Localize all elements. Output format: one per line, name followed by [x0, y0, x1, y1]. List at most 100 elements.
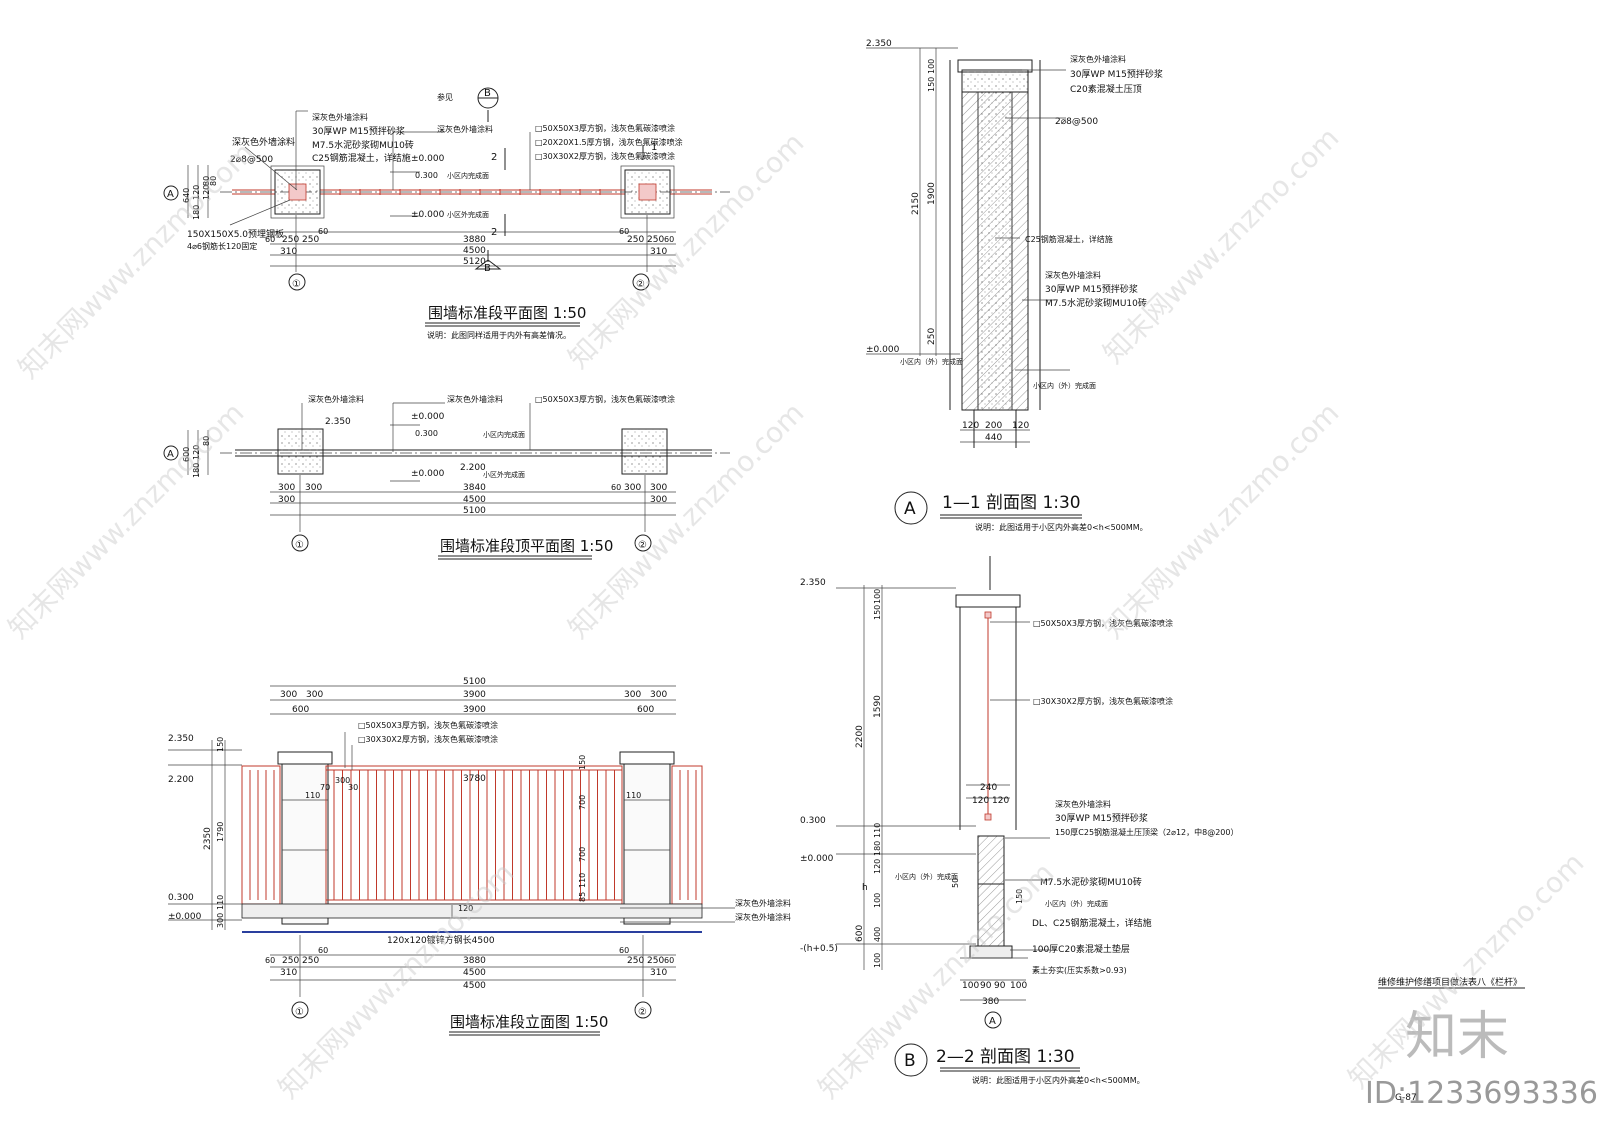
top-label-3: □50X50X3厚方钢，浅灰色氟碳漆喷涂 — [535, 394, 675, 404]
elev-top2-300c: 300 — [624, 690, 641, 700]
watermark-6: 知末网www.znzmo.com — [1097, 396, 1346, 645]
drawing-id: ID:1233693336 — [1365, 1076, 1598, 1111]
plan-axis-1: ① — [292, 279, 301, 290]
plan-vdim-180: 180 — [192, 205, 201, 220]
sec2-v-1590: 1590 — [873, 695, 883, 718]
sec1-b-120b: 120 — [1012, 421, 1029, 431]
sec1-circle: A — [904, 499, 916, 519]
plan-dim-310b: 310 — [650, 247, 667, 257]
elev-b3-4500: 4500 — [463, 968, 486, 978]
plan-note: 说明：此图同样适用于内外有高差情况。 — [427, 330, 571, 340]
sec1-out-floor: 小区内（外）完成面 — [1033, 381, 1096, 390]
watermark-5: 知末网www.znzmo.com — [562, 396, 811, 645]
plan-dim-310a: 310 — [280, 247, 297, 257]
elev-right-label-2: 深灰色外墙涂料 — [735, 912, 791, 922]
top-lv-0: ±0.000 — [411, 412, 445, 422]
elev-b2-3880: 3880 — [463, 956, 486, 966]
elev-d300: 300 — [335, 776, 350, 785]
sec1-lv-0: ±0.000 — [866, 345, 900, 355]
sec2-label-low-3: DL、C25钢筋混凝土，详结施 — [1032, 917, 1152, 929]
sheet-number: G-87 — [1395, 1093, 1417, 1103]
elev-axis-1: ① — [295, 1007, 304, 1018]
sec2-lv-2350: 2.350 — [800, 578, 826, 588]
elev-b1-250b: 250 — [302, 956, 319, 966]
top-dim2-300b: 300 — [650, 495, 667, 505]
top-dim-5100: 5100 — [463, 506, 486, 516]
plan-label-1: 深灰色外墙涂料 — [312, 112, 368, 122]
sec2-label-mid-1: 深灰色外墙涂料 — [1055, 799, 1111, 809]
plan-label-outer: 深灰色外墙涂料 — [232, 136, 295, 148]
sec1-note: 说明：此图适用于小区内外高差0<h<500MM。 — [975, 522, 1148, 532]
sec2-d-150: 150 — [1015, 889, 1024, 904]
sec2-lv-0: ±0.000 — [800, 854, 834, 864]
sec2-label-low-2: 小区内（外）完成面 — [1045, 899, 1108, 908]
sec2-v-180: 180 — [873, 841, 882, 856]
plan-lv1: 0.300 — [415, 171, 438, 180]
sec1-label-7: 30厚WP M15预拌砂浆 — [1045, 283, 1138, 295]
plan-label-2: 30厚WP M15预拌砂浆 — [312, 125, 405, 137]
elev-d3780: 3780 — [463, 774, 486, 784]
plan-dim-250a: 250 — [282, 235, 299, 245]
sec2-label-top-2: □30X30X2厚方钢，浅灰色氟碳漆喷涂 — [1033, 696, 1173, 706]
sec1-v-250: 250 — [927, 328, 937, 345]
elev-b1-250c: 250 — [627, 956, 644, 966]
plan-dim-250b: 250 — [302, 235, 319, 245]
plan-dim-4500: 4500 — [463, 246, 486, 256]
top-lv-300: 0.300 — [415, 429, 438, 438]
plan-label-r1: □50X50X3厚方钢，浅灰色氟碳漆喷涂 — [535, 123, 675, 133]
plan-label-r2: □20X20X1.5厚方钢，浅灰色氟碳漆喷涂 — [535, 137, 683, 147]
sec1-lv-2350: 2.350 — [866, 39, 892, 49]
top-dim-60: 60 — [611, 483, 621, 492]
elev-b1-60d: 60 — [664, 956, 674, 965]
sec1-b-120a: 120 — [962, 421, 979, 431]
elev-top3-600b: 600 — [637, 705, 654, 715]
plan-sec-2-top: 2 — [491, 152, 497, 163]
plan-out-floor: 小区外完成面 — [447, 210, 489, 219]
sheet-title: 维修维护修缮项目做法表八《栏杆》 — [1378, 976, 1522, 988]
sec2-v-400: 400 — [873, 927, 882, 942]
top-dim2-300a: 300 — [278, 495, 295, 505]
top-lv-0b: ±0.000 — [411, 469, 445, 479]
watermark-4: 知末网www.znzmo.com — [2, 396, 251, 645]
top-axis-1: ① — [295, 540, 304, 551]
plan-vdim-120: 120 — [192, 185, 201, 200]
plan-title: 围墙标准段平面图 1:50 — [428, 304, 586, 322]
plan-ref-top: B — [484, 88, 491, 99]
elev-d120: 120 — [458, 904, 473, 913]
elev-b1-60b: 60 — [318, 946, 328, 955]
top-plan-view — [163, 402, 730, 560]
sec1-in-floor: 小区内（外）完成面 — [900, 357, 963, 366]
elev-label-2: □30X30X2厚方钢，浅灰色氟碳漆喷涂 — [358, 734, 498, 744]
sec2-circle: B — [904, 1051, 916, 1071]
sec1-label-8: M7.5水泥砂浆砌MU10砖 — [1045, 297, 1147, 309]
watermark-1: 知末网www.znzmo.com — [12, 136, 261, 385]
top-out-floor: 小区外完成面 — [483, 470, 525, 479]
sec1-b-440: 440 — [985, 433, 1002, 443]
elev-b1-60a: 60 — [265, 956, 275, 965]
top-label-1: 深灰色外墙涂料 — [308, 394, 364, 404]
plan-dim-3880: 3880 — [463, 235, 486, 245]
sec2-label-mid-2: 30厚WP M15预拌砂浆 — [1055, 812, 1148, 824]
elev-lv-2350: 2.350 — [168, 734, 194, 744]
sec2-d-240: 240 — [980, 783, 997, 793]
elev-v-1790: 1790 — [216, 822, 225, 842]
sec2-d-50: 50 — [951, 878, 960, 888]
plan-dim-250c: 250 — [627, 235, 644, 245]
sec2-lv-h: -(h+0.5) — [800, 944, 838, 954]
top-lv-2200: 2.200 — [460, 463, 486, 473]
top-lv-2350: 2.350 — [325, 417, 351, 427]
elev-label-bottom: 120x120镀锌方钢长4500 — [387, 934, 495, 946]
sec2-label-low-1: M7.5水泥砂浆砌MU10砖 — [1040, 876, 1142, 888]
sec2-d-120a: 120 — [972, 796, 989, 806]
section-1-1 — [866, 47, 1082, 525]
plan-label-mid: 深灰色外墙涂料 — [437, 124, 493, 134]
top-vdim-600: 600 — [182, 447, 191, 462]
elev-lv-300: 0.300 — [168, 893, 194, 903]
plan-vdim-640: 640 — [182, 188, 191, 203]
elev-top2-300a: 300 — [280, 690, 297, 700]
plan-dim-60d: 60 — [664, 235, 674, 244]
sec2-label-top-1: □50X50X3厚方钢，浅灰色氟碳漆喷涂 — [1033, 618, 1173, 628]
section-2-2 — [836, 556, 1525, 1077]
sec2-label-low-4: 100厚C20素混凝土垫层 — [1032, 943, 1130, 955]
sec1-label-4: 2⌀8@500 — [1055, 117, 1098, 127]
